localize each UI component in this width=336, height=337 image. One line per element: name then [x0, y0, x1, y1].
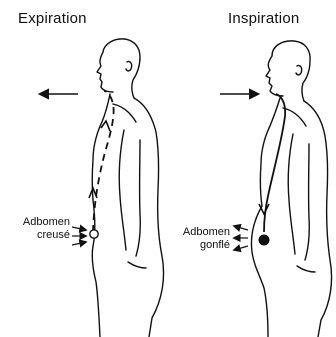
abdomen-label-line1: Adbomen [6, 216, 70, 229]
inspiration-title: Inspiration [228, 10, 299, 27]
expiration-title: Expiration [18, 10, 87, 27]
expiration-abdomen-label: Adbomen creusé [6, 216, 70, 242]
inspiration-figure [251, 41, 331, 337]
abdomen-push-arrows-icon [72, 227, 86, 245]
expiration-figure [92, 39, 163, 337]
abdomen-label-line1: Adbomen [166, 226, 230, 239]
abdomen-expand-arrows-icon [234, 226, 248, 250]
airflow-path-icon [259, 94, 285, 245]
inspiration-abdomen-label: Adbomen gonflé [166, 226, 230, 252]
abdomen-label-line2: creusé [6, 229, 70, 242]
abdomen-label-line2: gonflé [166, 239, 230, 252]
